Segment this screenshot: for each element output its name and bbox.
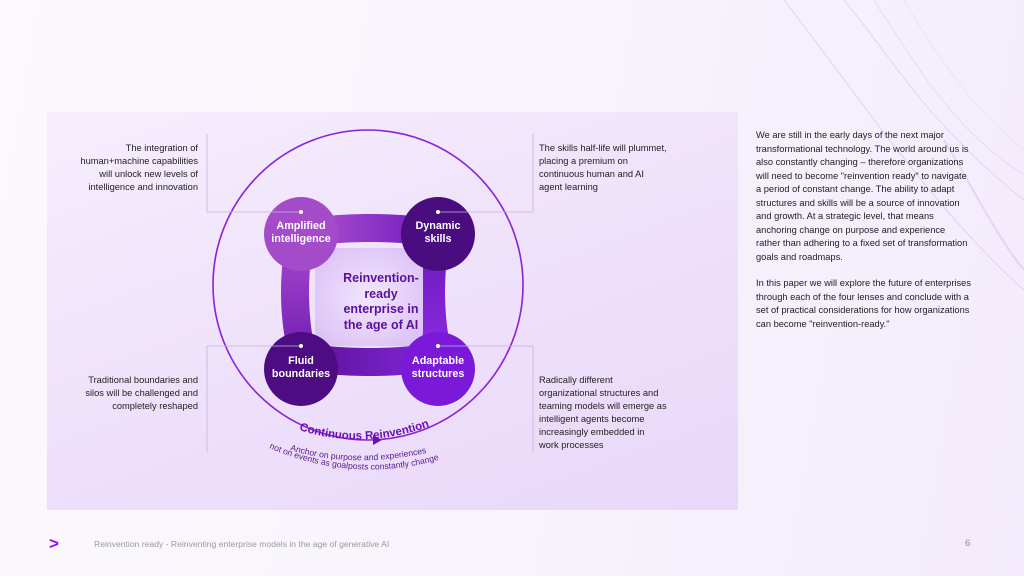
footer-title: Reinvention ready - Reinventing enterpri… [94, 539, 390, 549]
lobe-amplified-intelligence [264, 197, 338, 271]
outer-circle [212, 129, 524, 441]
reinvention-diagram: Continuous Reinvention Anchor on purpose… [206, 129, 534, 472]
callout-amplified-intelligence: The integration of human+machine capabil… [80, 143, 198, 193]
lobe-label-dynamic-skills: Dynamic skills [415, 220, 461, 245]
lobe-adaptable-structures [401, 332, 475, 406]
page-number: 6 [965, 538, 971, 549]
lobe-dynamic-skills [401, 197, 475, 271]
callout-adaptable-structures: Radically different organizational struc… [539, 375, 667, 451]
lobe-fluid-boundaries [264, 332, 338, 406]
lobe-label-fluid-boundaries: Fluid boundaries [271, 355, 331, 380]
body-paragraph-2: In this paper we will explore the future… [756, 278, 971, 329]
arc-arrow-icon [373, 435, 382, 445]
accenture-logo-icon: > [49, 534, 59, 553]
body-paragraph-1: We are still in the early days of the ne… [756, 130, 969, 262]
callout-dynamic-skills: The skills half-life will plummet, placi… [539, 143, 667, 193]
lobe-label-adaptable-structures: Adaptable structures [411, 355, 465, 380]
lobe-label-amplified-intelligence: Amplified intelligence [271, 220, 331, 245]
body-text: We are still in the early days of the ne… [756, 129, 971, 344]
leader-lines [206, 134, 534, 452]
arc-title: Continuous Reinvention [298, 418, 430, 442]
callout-fluid-boundaries: Traditional boundaries and silos will be… [85, 375, 198, 412]
diagram-panel: Continuous Reinvention Anchor on purpose… [47, 112, 738, 510]
center-title: Reinvention- ready enterprise in the age… [343, 271, 419, 332]
leader-dots [299, 210, 440, 348]
center-core [315, 248, 423, 346]
